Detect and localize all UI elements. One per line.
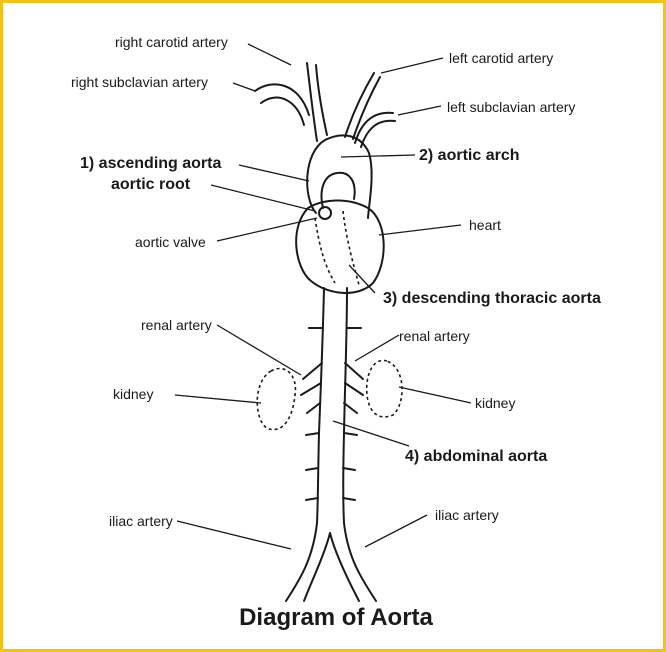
label-renal-artery-left-side: renal artery (141, 318, 212, 332)
label-right-carotid: right carotid artery (115, 35, 228, 49)
label-descending-thoracic-aorta: 3) descending thoracic aorta (383, 291, 601, 307)
label-kidney-left-side: kidney (113, 387, 153, 401)
kidney-shapes (257, 360, 402, 429)
label-abdominal-aorta: 4) abdominal aorta (405, 449, 547, 465)
label-aortic-arch: 2) aortic arch (419, 148, 519, 164)
label-aortic-valve: aortic valve (135, 235, 206, 249)
label-iliac-artery-right-side: iliac artery (435, 508, 499, 522)
label-kidney-right-side: kidney (475, 396, 515, 410)
label-renal-artery-right-side: renal artery (399, 329, 470, 343)
label-right-subclavian: right subclavian artery (71, 75, 208, 89)
label-ascending-aorta: 1) ascending aorta (80, 156, 221, 172)
label-left-carotid: left carotid artery (449, 51, 553, 65)
label-iliac-artery-left-side: iliac artery (109, 514, 173, 528)
label-heart: heart (469, 218, 501, 232)
label-left-subclavian: left subclavian artery (447, 100, 575, 114)
label-aortic-root: aortic root (111, 177, 190, 193)
heart-shape (296, 200, 384, 292)
diagram-title: Diagram of Aorta (3, 606, 666, 630)
aorta-vessel (255, 63, 395, 601)
